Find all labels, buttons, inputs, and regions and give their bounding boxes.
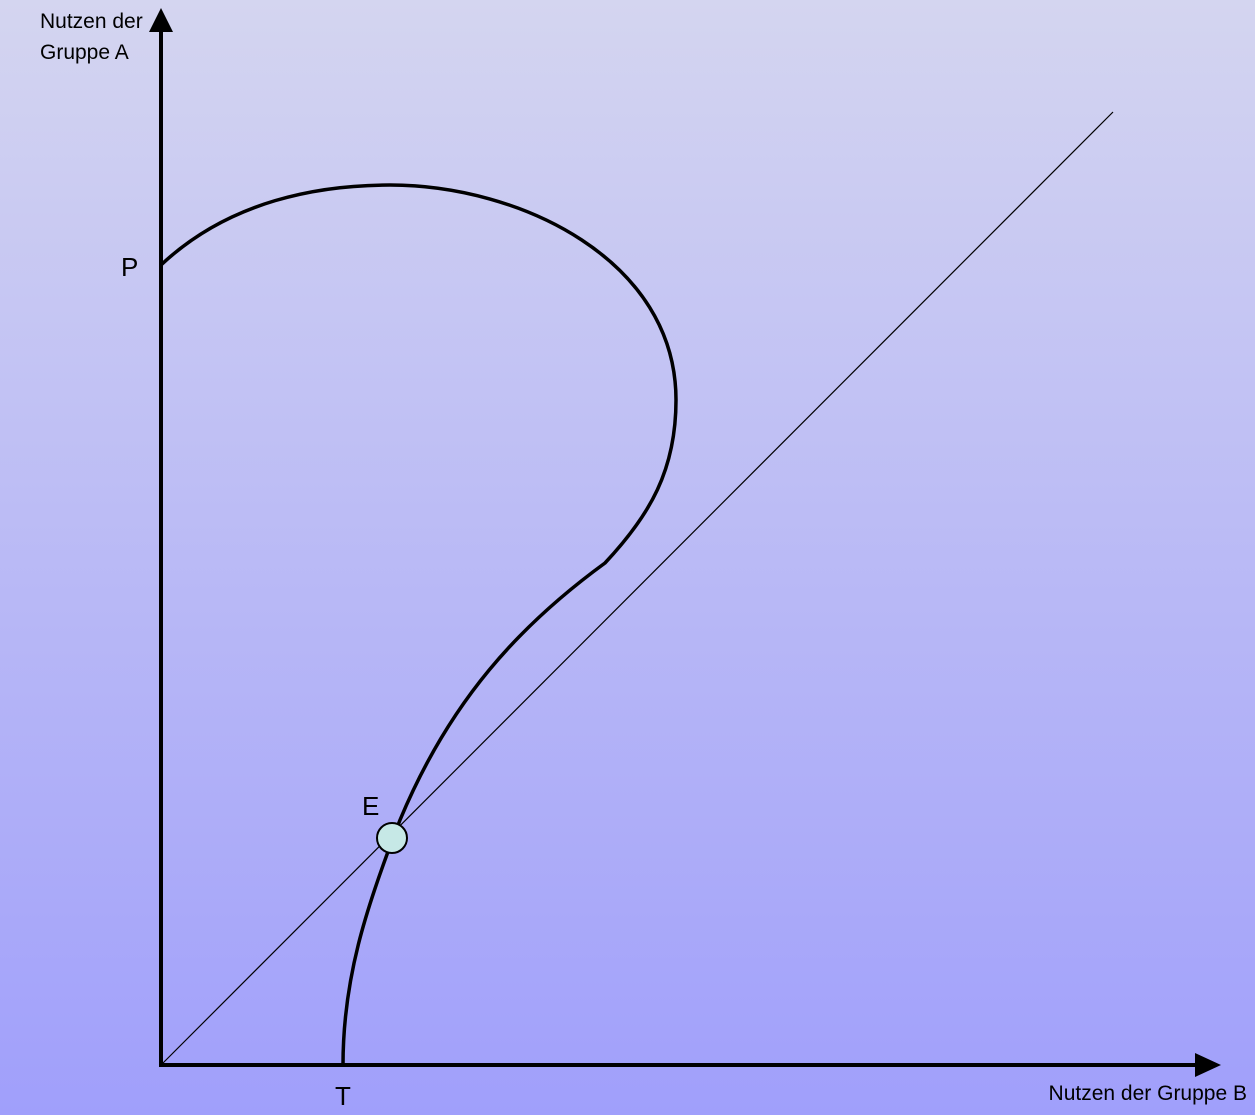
y-axis-label-line2: Gruppe A	[40, 41, 129, 64]
y-axis-label-line1: Nutzen der	[40, 10, 143, 33]
x-axis-label: Nutzen der Gruppe B	[1049, 1082, 1247, 1105]
point-t-label: T	[335, 1081, 351, 1111]
point-p-label: P	[121, 252, 138, 282]
point-e-marker	[376, 822, 408, 854]
x-axis-arrowhead	[1195, 1053, 1221, 1077]
diagonal-line	[160, 111, 1114, 1066]
y-axis-arrowhead	[149, 8, 173, 32]
point-e-label: E	[362, 791, 379, 821]
